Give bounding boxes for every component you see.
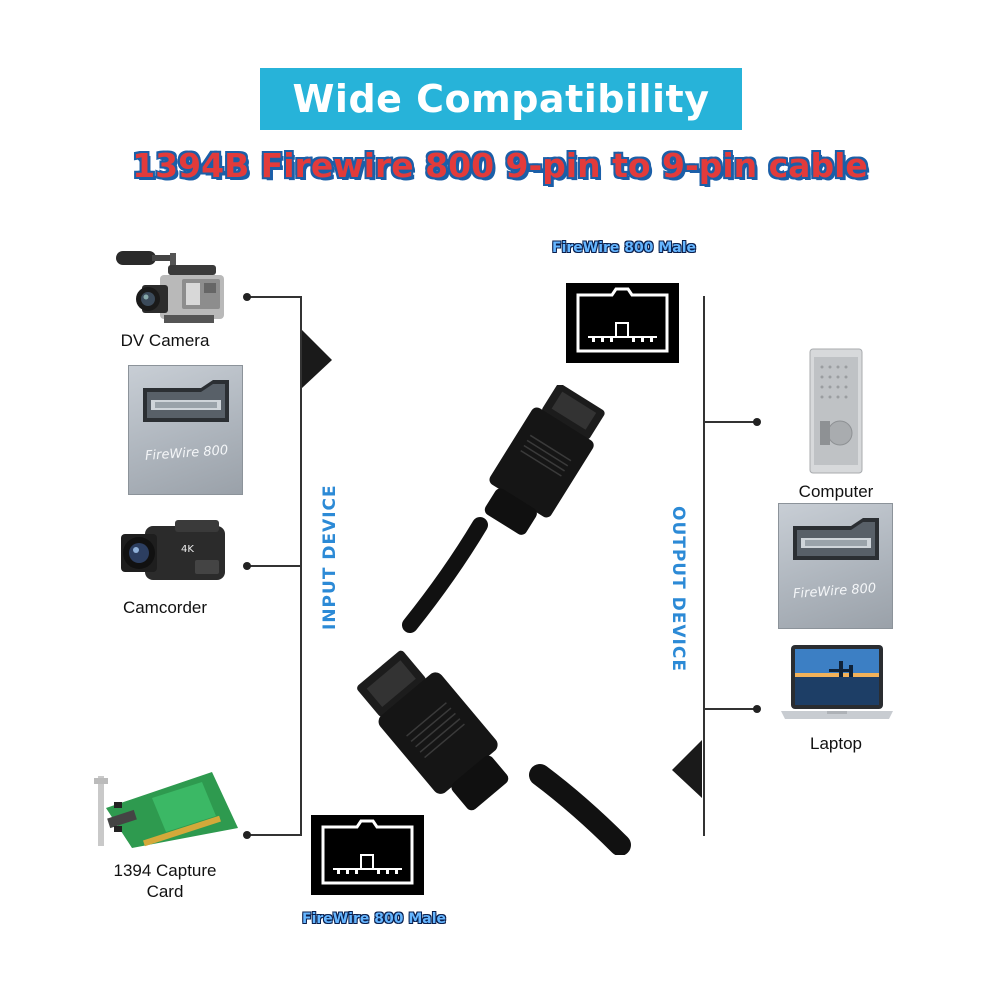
camcorder-icon: 4K bbox=[115, 512, 230, 592]
output-connector-laptop bbox=[705, 708, 757, 710]
input-arrow-icon bbox=[302, 330, 334, 390]
page-title: Wide Compatibility bbox=[292, 77, 710, 121]
device-label-laptop: Laptop bbox=[810, 734, 862, 753]
firewire-cable-icon bbox=[340, 385, 660, 855]
output-device-heading: OUTPUT DEVICE bbox=[668, 506, 688, 672]
firewire-pinout-bottom-icon bbox=[311, 815, 424, 895]
device-label-computer: Computer bbox=[798, 482, 874, 501]
output-arrow-icon bbox=[672, 740, 704, 800]
input-connector-dv-camera bbox=[246, 296, 302, 298]
title-banner: Wide Compatibility bbox=[260, 68, 742, 130]
input-port-closeup: FireWire 800 bbox=[128, 365, 243, 495]
output-connector-dot bbox=[753, 705, 761, 713]
output-connector-computer bbox=[705, 421, 757, 423]
page-subtitle: 1394B Firewire 800 9-pin to 9-pin cable bbox=[132, 146, 868, 185]
connector-label-top: FireWire 800 Male bbox=[552, 240, 697, 256]
input-connector-camcorder bbox=[246, 565, 302, 567]
output-bracket-line bbox=[703, 296, 705, 836]
laptop-icon bbox=[779, 643, 895, 725]
input-device-heading: INPUT DEVICE bbox=[320, 484, 340, 630]
capture-card-icon bbox=[92, 768, 242, 853]
output-port-closeup: FireWire 800 bbox=[778, 503, 893, 629]
input-connector-dot bbox=[243, 293, 251, 301]
output-connector-dot bbox=[753, 418, 761, 426]
input-connector-dot bbox=[243, 831, 251, 839]
device-label-camcorder: Camcorder bbox=[122, 598, 208, 617]
computer-tower-icon bbox=[808, 347, 864, 475]
input-connector-dot bbox=[243, 562, 251, 570]
connector-label-bottom: FireWire 800 Male bbox=[302, 911, 447, 927]
svg-text:4K: 4K bbox=[181, 544, 194, 555]
dv-camera-icon bbox=[112, 245, 230, 330]
firewire-pinout-top-icon bbox=[566, 283, 679, 363]
input-connector-capture-card bbox=[246, 834, 302, 836]
device-label-dv-camera: DV Camera bbox=[120, 331, 210, 350]
